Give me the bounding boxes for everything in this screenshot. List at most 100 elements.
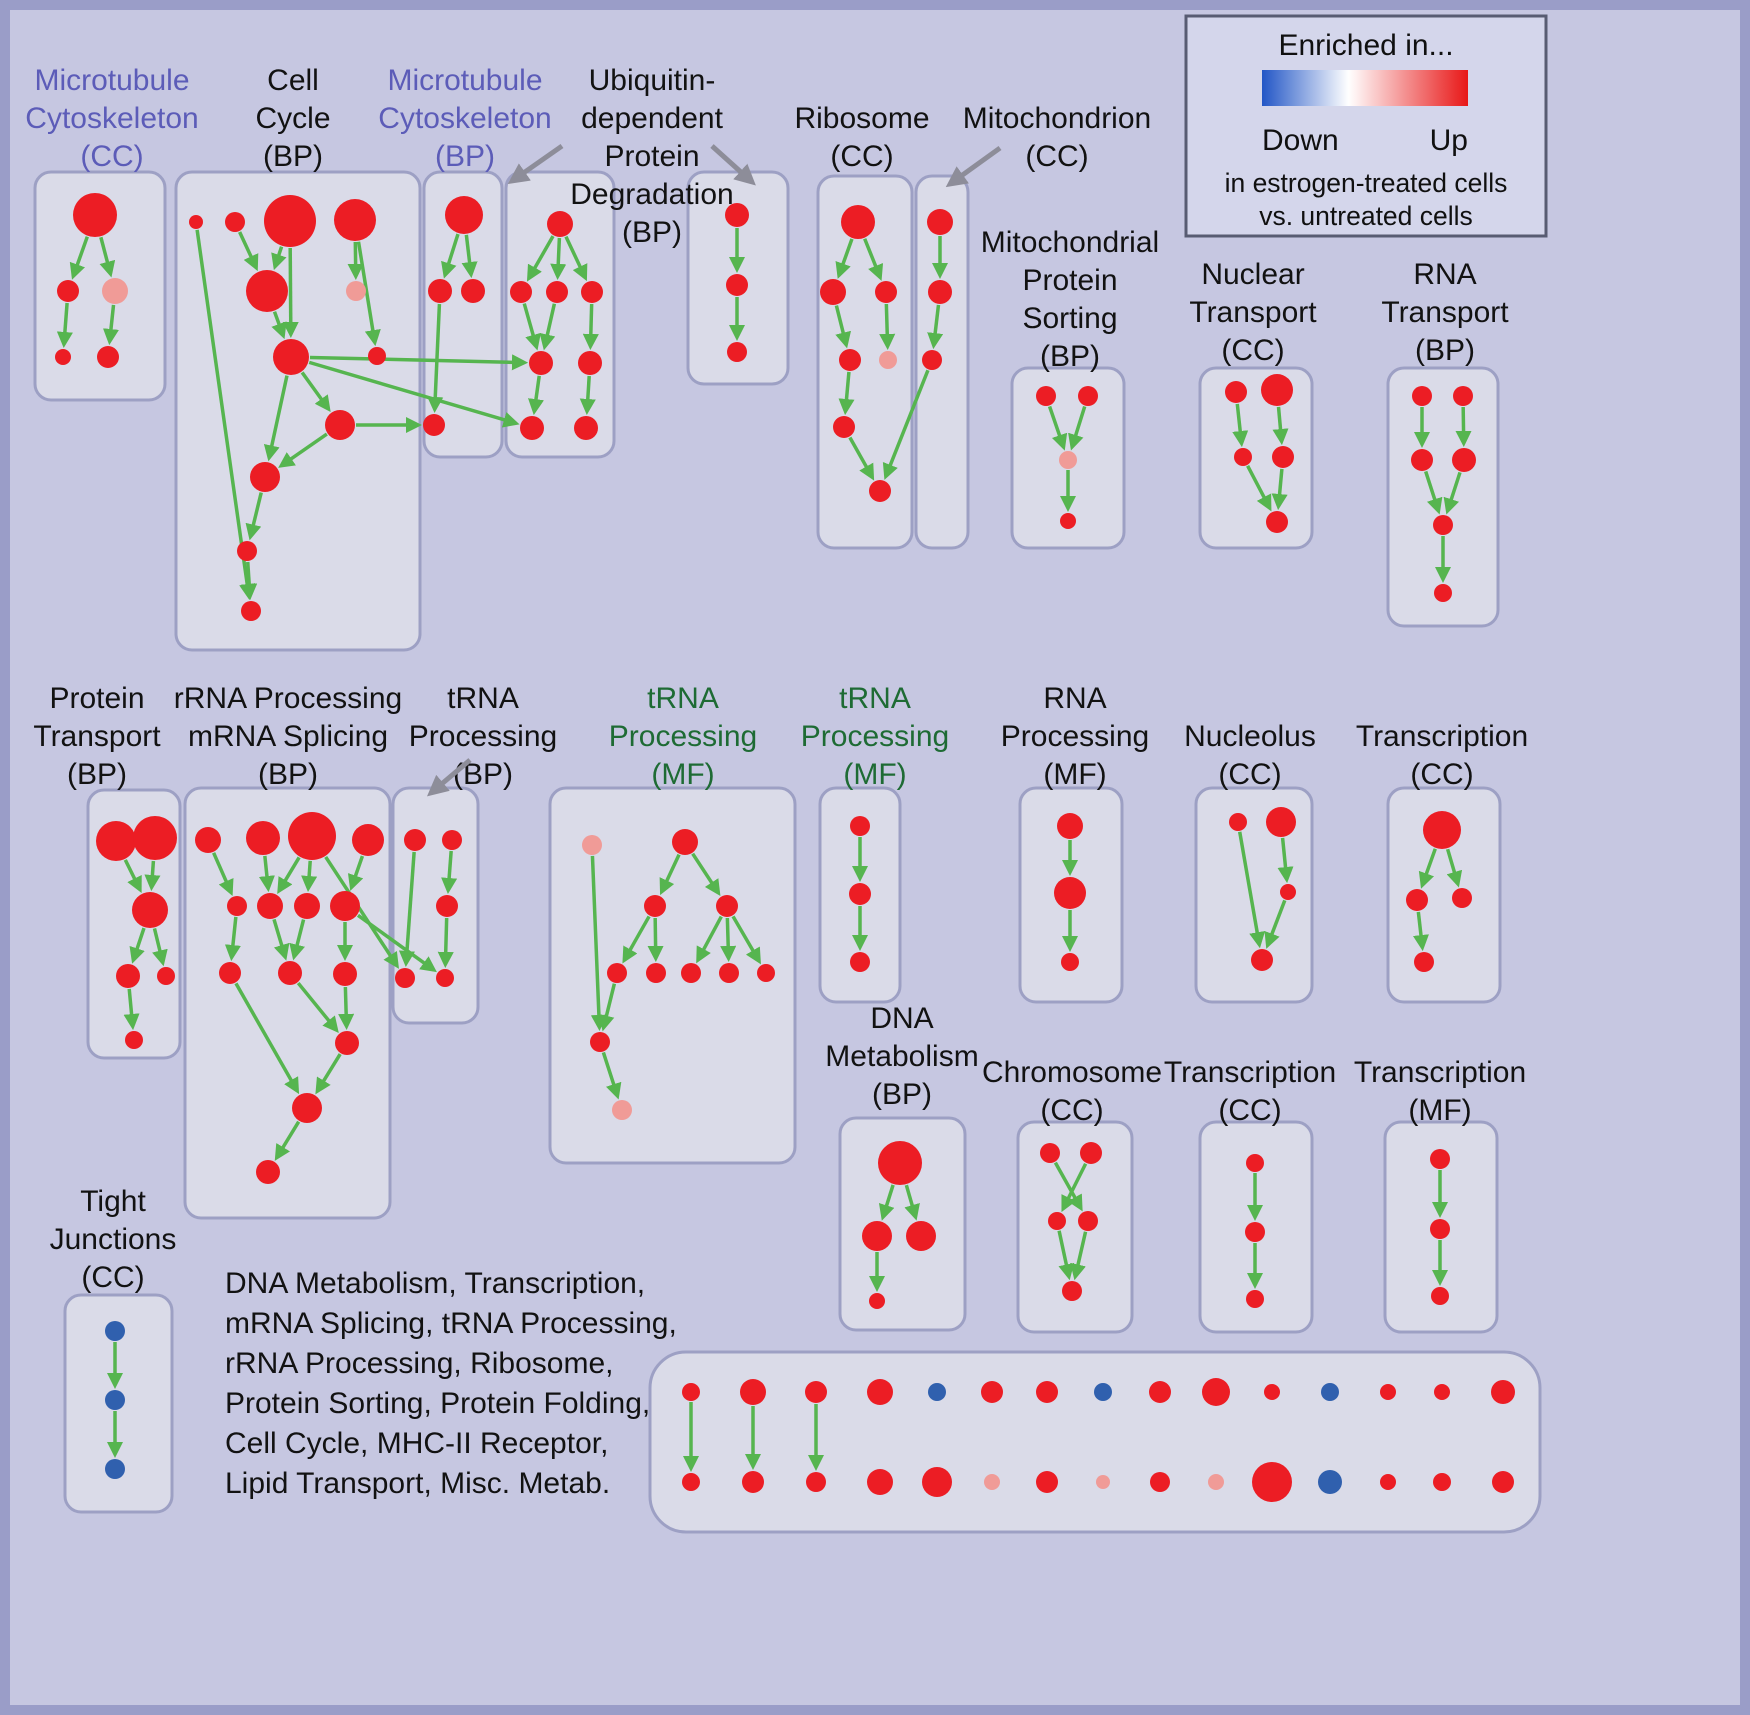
edge-u4-u6 — [528, 375, 544, 416]
gene-node-q5 — [157, 967, 175, 985]
edge-a1-a2 — [69, 236, 89, 280]
edge-c2-c5 — [238, 231, 259, 272]
edge-m1-m3 — [461, 234, 478, 279]
gene-node-k13t — [1380, 1384, 1396, 1400]
gene-node-u7 — [574, 416, 598, 440]
edge-q1-q3 — [123, 859, 142, 893]
gene-node-v3 — [727, 342, 747, 362]
edge-c7-u4 — [309, 354, 529, 371]
gene-node-rt4 — [1452, 448, 1476, 472]
gene-node-k11t — [1264, 1384, 1280, 1400]
gene-node-z3 — [1061, 953, 1079, 971]
edge-w2-w3 — [659, 853, 681, 896]
edge-p3-tb5 — [324, 855, 399, 969]
gene-node-k9t — [1149, 1381, 1171, 1403]
edge-x2-x4 — [1412, 911, 1429, 952]
edge-nt2-nt4 — [1272, 406, 1289, 446]
edge-w4-w8 — [720, 917, 737, 963]
edge-u0-u2 — [550, 237, 567, 281]
gene-node-k3b — [806, 1472, 826, 1492]
gene-node-p5 — [227, 896, 247, 916]
legend-gradient-bar — [1262, 70, 1468, 106]
edge-c3-c5 — [271, 246, 287, 271]
edge-r3-r5 — [879, 303, 896, 351]
edge-rt3-rt5 — [1424, 470, 1443, 515]
gene-node-k7b — [1036, 1471, 1058, 1493]
edge-q4-q6 — [123, 988, 140, 1031]
gene-node-nt3 — [1234, 448, 1252, 466]
gene-node-z2 — [1054, 877, 1086, 909]
group-box-nuclear-transport — [1198, 366, 1314, 550]
gene-node-v1 — [725, 203, 749, 227]
gene-node-k1b — [682, 1473, 700, 1491]
edge-r1-r3 — [863, 238, 884, 281]
edge-w10-w11 — [601, 1051, 622, 1100]
gene-node-k10b — [1208, 1474, 1224, 1490]
gene-node-j3 — [105, 1459, 125, 1479]
gene-node-rt5 — [1433, 515, 1453, 535]
gene-node-tb6 — [436, 969, 454, 987]
gene-node-w10 — [590, 1032, 610, 1052]
gene-node-w1 — [582, 835, 602, 855]
gene-node-k15t — [1491, 1380, 1515, 1404]
edge-t2-t3 — [927, 304, 944, 350]
gene-node-m4 — [423, 414, 445, 436]
gene-node-k7t — [1036, 1381, 1058, 1403]
gene-node-c7 — [273, 339, 309, 375]
legend-down-label: Down — [1262, 124, 1339, 157]
gene-node-k5t — [928, 1383, 946, 1401]
group-box-trna-processing-mf-1 — [548, 786, 797, 1165]
edge-w3-w5 — [622, 915, 651, 964]
legend: Enriched in... Down Up in estrogen-treat… — [1184, 14, 1548, 238]
gene-node-x4 — [1414, 952, 1434, 972]
gene-node-k10t — [1202, 1378, 1230, 1406]
edge-s2-s3 — [1068, 405, 1087, 451]
gene-node-r1 — [841, 205, 875, 239]
label-pointer-arrow-3 — [945, 145, 1002, 188]
gene-node-p2 — [246, 821, 280, 855]
gene-node-k14t — [1434, 1384, 1450, 1400]
group-box-microtubule-cytoskeleton-bp — [422, 170, 504, 459]
edge-o1-o4 — [1237, 831, 1266, 949]
gene-node-r6 — [833, 416, 855, 438]
legend-up-label: Up — [1430, 124, 1468, 157]
gene-node-p3 — [288, 812, 336, 860]
edge-p5-p9 — [224, 916, 241, 962]
gene-node-rt1 — [1412, 386, 1432, 406]
edge-a3-a5 — [102, 304, 119, 346]
edge-p7-p10 — [289, 919, 306, 961]
edge-nt3-nt5 — [1246, 465, 1272, 512]
gene-node-y3 — [850, 952, 870, 972]
edge-w3-w6 — [647, 917, 664, 963]
gene-node-t1 — [927, 209, 953, 235]
edge-u3-u5 — [582, 303, 599, 351]
edge-c1-c12 — [195, 229, 256, 601]
edge-c10-c11 — [245, 492, 263, 541]
gene-node-rt6 — [1434, 584, 1452, 602]
gene-node-h2 — [1080, 1142, 1102, 1164]
gene-node-p6 — [257, 893, 283, 919]
gene-node-a2 — [57, 280, 79, 302]
gene-node-o1 — [1229, 813, 1247, 831]
gene-node-c6 — [346, 281, 366, 301]
gene-node-t3 — [922, 350, 942, 370]
edge-w4-w7 — [696, 915, 723, 964]
edge-c7-c9 — [300, 371, 331, 413]
gene-node-k12b — [1318, 1470, 1342, 1494]
label-transcription-cc-1: Transcription(CC) — [1356, 720, 1528, 791]
group-box-chromosome — [1016, 1120, 1134, 1334]
edge-t3-r7 — [882, 369, 930, 480]
gene-node-w9 — [757, 964, 775, 982]
gene-node-s3 — [1059, 451, 1077, 469]
gene-node-y1 — [850, 816, 870, 836]
gene-node-p1 — [195, 827, 221, 853]
edge-w5-w10 — [598, 983, 617, 1032]
